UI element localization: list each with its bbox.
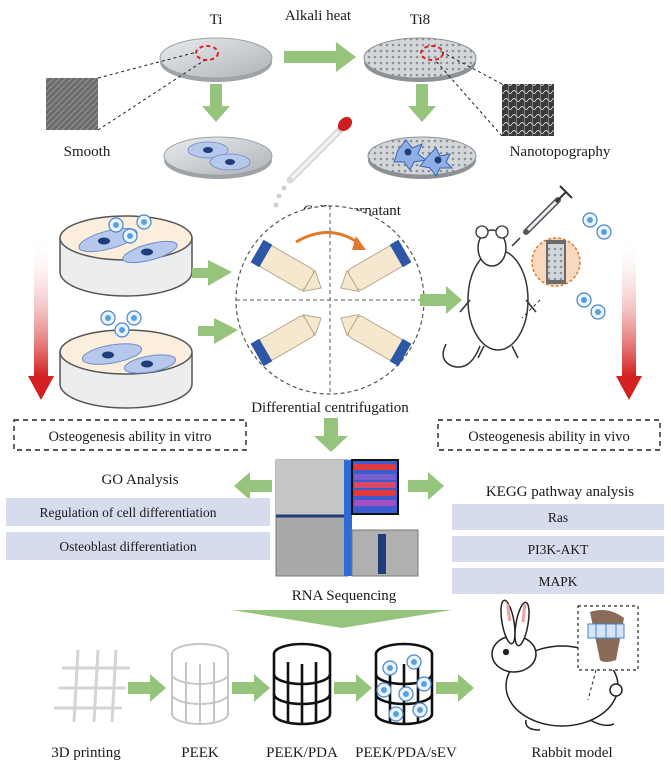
- kegg-pathway-3: MAPK: [538, 574, 577, 589]
- to-dish-bottom-arrow: [198, 318, 238, 344]
- peek-scaffold: [171, 643, 229, 725]
- alkali-heat-arrow: [284, 42, 356, 72]
- ti-disk: [159, 37, 273, 82]
- to-peek-arrow: [128, 674, 166, 702]
- sem-smooth-image: [46, 78, 98, 130]
- syringe-icon: [511, 185, 573, 247]
- rabbit-model-label: Rabbit model: [531, 745, 612, 761]
- osteo-in-vitro-label: Osteogenesis ability in vitro: [48, 429, 211, 445]
- to-peek-pda-sev-arrow: [334, 674, 372, 702]
- go-analysis-label: GO Analysis: [101, 472, 178, 488]
- alkali-heat-label: Alkali heat: [285, 8, 352, 24]
- in-vitro-gradient-bar: [34, 236, 48, 376]
- sem-nanotopography-image: [502, 84, 554, 136]
- to-dish-top-arrow: [192, 260, 232, 286]
- go-band-2: [6, 532, 270, 560]
- to-mouse-arrow: [420, 286, 462, 314]
- pipette-icon: [273, 116, 353, 208]
- 3d-printing-label: 3D printing: [51, 745, 121, 761]
- rna-sequencing-graphic: [275, 459, 419, 577]
- nanotopography-label: Nanotopography: [510, 144, 611, 160]
- in-vitro-dish-bottom: [59, 310, 193, 409]
- peek-pda-sev-label: PEEK/PDA/sEV: [355, 745, 457, 761]
- to-kegg-arrow: [408, 472, 444, 500]
- in-vivo-gradient-bar: [622, 236, 636, 376]
- in-vivo-box: [437, 419, 661, 451]
- ti8-disk: [363, 37, 477, 82]
- in-vitro-dish-top: [59, 214, 193, 297]
- go-term-2: Osteoblast differentiation: [59, 539, 197, 554]
- bone-implant-icon: [521, 237, 581, 319]
- go-band-1: [6, 498, 270, 526]
- kegg-pathway-2: PI3K-AKT: [528, 542, 589, 557]
- peek-pda-sev-scaffold: [374, 642, 434, 726]
- go-term-1: Regulation of cell differentiation: [39, 505, 216, 520]
- in-vitro-box: [13, 419, 247, 451]
- peek-pda-label: PEEK/PDA: [266, 745, 338, 761]
- peek-pda-scaffold: [272, 642, 332, 726]
- to-scaffold-arrow: [232, 610, 452, 628]
- ti8-label: Ti8: [410, 12, 430, 28]
- mouse-icon: [442, 225, 537, 368]
- ti-cell-dish: [163, 136, 273, 179]
- ti-label: Ti: [210, 12, 223, 28]
- to-rna-arrow: [314, 418, 348, 452]
- kegg-band-2: [452, 536, 664, 562]
- peek-label: PEEK: [181, 745, 219, 761]
- ti8-down-arrow: [408, 84, 436, 122]
- kegg-band-1: [452, 504, 664, 530]
- to-peek-pda-arrow: [232, 674, 270, 702]
- to-rabbit-arrow: [436, 674, 474, 702]
- to-go-arrow: [234, 472, 272, 500]
- differential-centrifugation-label: Differential centrifugation: [251, 400, 409, 416]
- smooth-label: Smooth: [64, 144, 111, 160]
- osteo-in-vivo-label: Osteogenesis ability in vivo: [468, 429, 630, 445]
- centrifuge-circle: [235, 205, 425, 395]
- kegg-band-3: [452, 568, 664, 594]
- rabbit-femur-implant: [577, 605, 639, 701]
- kegg-analysis-label: KEGG pathway analysis: [486, 484, 634, 500]
- ti8-cell-dish: [367, 136, 477, 179]
- rna-sequencing-label: RNA Sequencing: [292, 588, 397, 604]
- ti-down-arrow: [202, 84, 230, 122]
- kegg-pathway-1: Ras: [548, 510, 568, 525]
- 3d-printing-grid: [54, 649, 130, 723]
